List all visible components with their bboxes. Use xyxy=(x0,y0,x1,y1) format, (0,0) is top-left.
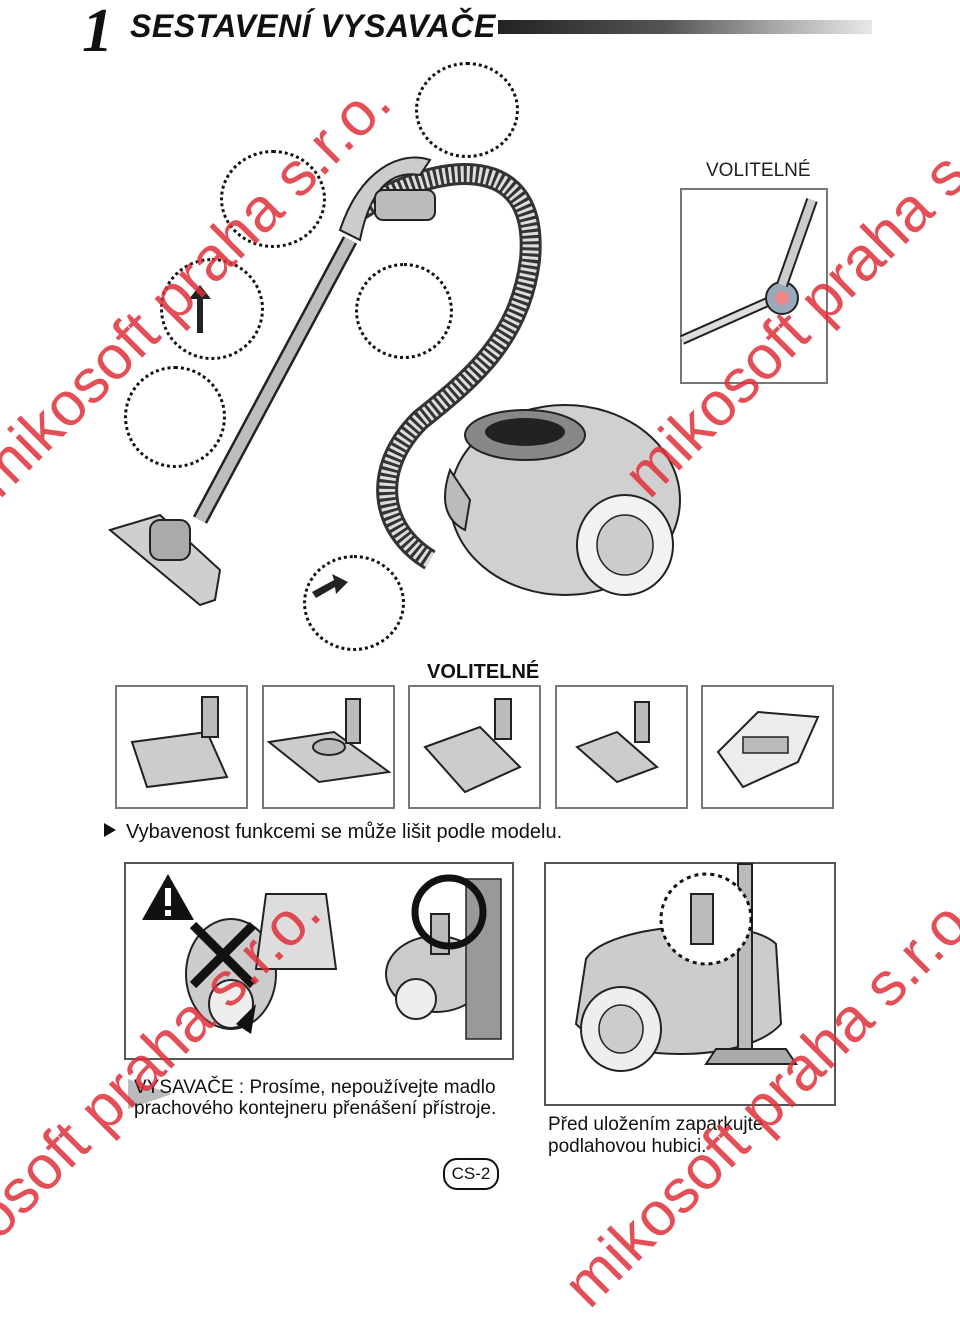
bullet-triangle-icon xyxy=(104,823,116,837)
model-variation-note: Vybavenost funkcemi se může lišit podle … xyxy=(104,821,562,844)
accessory-box-floor-brush xyxy=(115,685,248,809)
accessory-box-turbo-brush xyxy=(555,685,688,809)
floor-brush-icon xyxy=(130,696,229,789)
warning-carry-box xyxy=(124,862,514,1060)
prohibited-x-icon xyxy=(189,921,257,989)
detail-circle-nozzle-connect xyxy=(124,366,226,468)
turbo-brush-icon xyxy=(575,701,659,784)
detail-circle-filter-tools xyxy=(355,263,453,359)
tool-bag-icon xyxy=(716,710,820,789)
detail-circle-hose-insert xyxy=(303,555,405,651)
arrow-icon xyxy=(312,574,348,598)
vacuum-assembly-illustration xyxy=(107,156,681,607)
correct-circle-icon xyxy=(411,874,487,950)
hose-rotation-illustration xyxy=(679,198,818,345)
arrow-icon xyxy=(189,285,211,333)
accessory-box-parquet-brush xyxy=(262,685,395,809)
title-gradient-bar xyxy=(498,20,872,34)
detail-circle-tube-extend xyxy=(160,258,264,360)
carpet-brush-icon xyxy=(423,698,522,794)
page-number: CS-2 xyxy=(443,1158,499,1190)
warning-carry-text: VYSAVAČE : Prosíme, nepoužívejte madlo p… xyxy=(128,1077,514,1119)
correct-carry-illustration xyxy=(385,878,502,1040)
optional-label-middle: VOLITELNÉ xyxy=(427,661,540,683)
parking-text: Před uložením zaparkujte podlahovou hubi… xyxy=(548,1114,764,1157)
parquet-brush-icon xyxy=(266,698,392,784)
parking-box xyxy=(544,862,836,1106)
page-title: SESTAVENÍ VYSAVAČE xyxy=(130,8,496,44)
parking-illustration xyxy=(574,863,798,1072)
accessory-box-carpet-brush xyxy=(408,685,541,809)
accessory-box-tool-bag xyxy=(701,685,834,809)
optional-label-top: VOLITELNÉ xyxy=(706,160,811,181)
detail-circle-handle-connect xyxy=(220,150,326,248)
note-text: Vybavenost funkcemi se může lišit podle … xyxy=(126,821,563,843)
warning-triangle-icon xyxy=(142,874,194,920)
warning-text: VYSAVAČE : Prosíme, nepoužívejte madlo p… xyxy=(134,1077,497,1119)
detail-circle-hose-accessory xyxy=(415,62,519,158)
chapter-number: 1 xyxy=(82,0,113,65)
optional-hose-rotation-box xyxy=(679,188,828,384)
